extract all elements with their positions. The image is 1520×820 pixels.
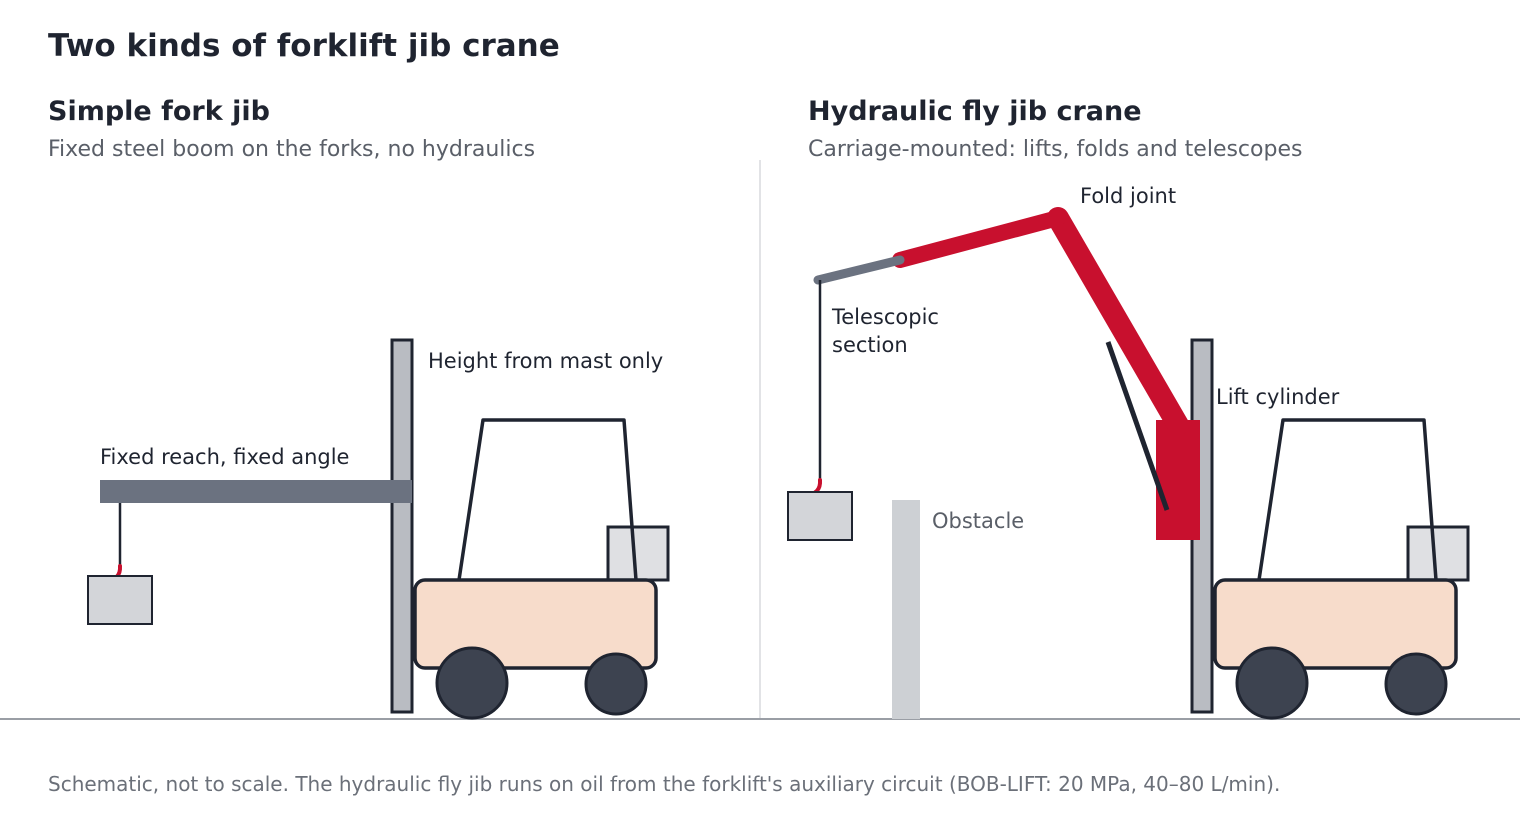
left-panel-title: Simple fork jib [48,96,270,127]
load-box-icon [87,575,153,625]
mast [390,338,414,714]
main-arm [1047,207,1189,436]
telescopic-section [813,255,905,285]
lift-cylinder [1105,341,1170,511]
fixed-boom [100,480,412,503]
page-title: Two kinds of forklift jib crane [48,28,560,64]
overhead-guard [1257,418,1438,581]
front-wheel [435,646,509,720]
label-obstacle: Obstacle [932,509,1024,533]
right-panel-title: Hydraulic fly jib crane [808,96,1142,127]
counterweight [606,525,670,582]
rear-wheel [1384,652,1448,716]
right-panel-subtitle: Carriage-mounted: lifts, folds and teles… [808,137,1302,162]
carriage-block [1156,420,1200,540]
label-fold-joint: Fold joint [1080,184,1176,208]
label-lift-cylinder: Lift cylinder [1216,385,1340,409]
rear-wheel [584,652,648,716]
load-box-icon [787,491,853,541]
forklift-body [1213,578,1458,670]
label-telescopic-line1: Telescopic [831,305,939,329]
forklift-body [413,578,658,670]
left-panel-subtitle: Fixed steel boom on the forks, no hydrau… [48,137,535,162]
front-wheel [1235,646,1309,720]
label-height: Height from mast only [428,349,663,373]
label-telescopic-line2: section [832,333,908,357]
footnote: Schematic, not to scale. The hydraulic f… [48,772,1280,796]
left-forklift [390,338,670,720]
counterweight [1406,525,1470,582]
obstacle [892,500,920,719]
overhead-guard [457,418,638,581]
fly-jib [892,210,1066,268]
label-reach: Fixed reach, fixed angle [100,445,349,469]
